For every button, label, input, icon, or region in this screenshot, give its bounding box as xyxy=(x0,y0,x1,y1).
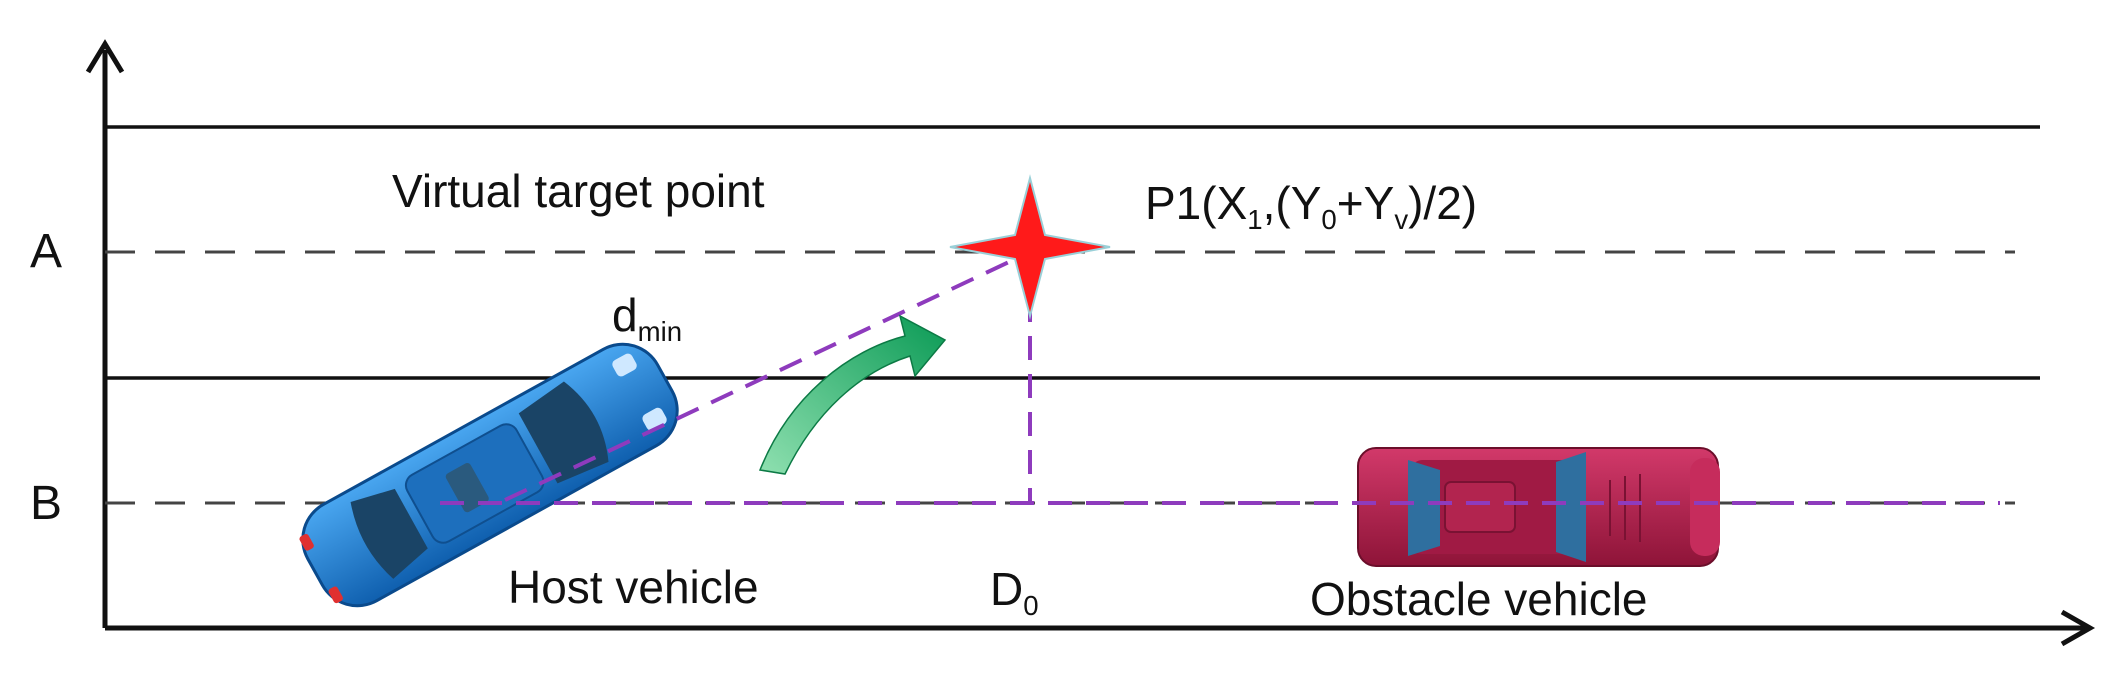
d0-base: D xyxy=(990,563,1024,615)
point-label-prefix: P1(X xyxy=(1145,177,1248,229)
d0-sub: 0 xyxy=(1023,590,1039,622)
obstacle-vehicle-label: Obstacle vehicle xyxy=(1310,573,1648,625)
point-label-mid: ,(Y xyxy=(1262,177,1322,229)
dmin-sub: min xyxy=(637,316,683,348)
lane-label-b: B xyxy=(30,477,63,530)
point-label-plus: +Y xyxy=(1336,177,1395,229)
dmin-line xyxy=(504,250,1031,502)
lane-label-a: A xyxy=(30,225,63,278)
virtual-target-label: Virtual target point xyxy=(392,165,765,217)
host-car-icon xyxy=(299,342,679,608)
d0-label: D0 xyxy=(990,566,1039,620)
target-point-coordinates: P1(X1,(Y0+Yv)/2) xyxy=(1145,180,1477,234)
dmin-label: dmin xyxy=(612,292,682,346)
point-label-yv-sub: v xyxy=(1394,204,1409,236)
axes xyxy=(85,39,2096,647)
curved-arrow-icon xyxy=(758,314,947,475)
host-vehicle-label: Host vehicle xyxy=(508,561,759,613)
x-axis-arrowhead xyxy=(2060,609,2096,647)
point-label-suffix: )/2) xyxy=(1408,177,1478,229)
obstacle-car-icon xyxy=(1357,447,1720,567)
point-label-y0-sub: 0 xyxy=(1321,204,1337,236)
point-label-x-sub: 1 xyxy=(1247,204,1263,236)
road-lines xyxy=(105,125,2040,380)
dmin-base: d xyxy=(612,289,638,341)
star-icon xyxy=(949,174,1111,320)
y-axis-arrowhead xyxy=(85,39,125,74)
